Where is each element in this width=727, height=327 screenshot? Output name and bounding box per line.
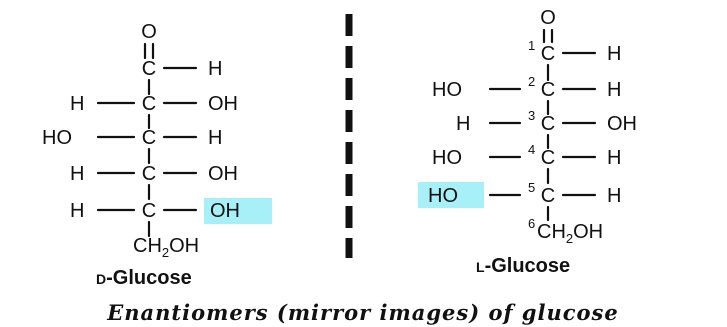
l-c6-ch2oh: CH2OH [537,221,603,246]
l-c3-carbon: C [541,113,555,135]
d-aldehyde-oxygen: O [141,21,157,43]
l-c2-hydroxyl: HO [432,79,462,101]
d-c5-hydroxyl: OH [210,200,240,222]
d-c5-left-hydrogen: H [70,200,84,222]
d-c5-carbon: C [142,200,156,222]
l-c2-hydrogen: H [607,79,621,101]
d-glucose-structure: O C H H C OH HO C H H C OH H C OH [42,21,272,289]
l-c4-hydrogen: H [607,147,621,169]
l-c4-carbon: C [541,147,555,169]
d-c3-hydrogen: H [208,127,222,149]
d-c3-hydroxyl: HO [42,127,72,149]
l-c3-hydroxyl: OH [607,113,637,135]
l-c3-number: 3 [528,108,535,123]
d-c4-left-hydrogen: H [70,163,84,185]
d-c2-left-hydrogen: H [70,93,84,115]
l-c1-number: 1 [528,38,535,53]
l-c3-left-hydrogen: H [456,113,470,135]
l-c5-carbon: C [541,185,555,207]
l-aldehyde-oxygen: O [540,7,556,29]
d-c1-carbon: C [142,58,156,80]
l-c2-number: 2 [528,74,535,89]
l-c4-hydroxyl: HO [432,147,462,169]
d-c2-carbon: C [142,93,156,115]
l-c5-hydroxyl: HO [428,185,458,207]
d-c6-ch2oh: CH2OH [133,235,199,260]
l-c5-hydrogen: H [607,185,621,207]
l-c1-hydrogen: H [607,43,621,65]
d-c4-hydroxyl: OH [208,163,238,185]
d-glucose-label: D-Glucose [96,267,192,289]
l-c4-number: 4 [528,142,535,157]
l-c2-carbon: C [541,79,555,101]
d-c3-carbon: C [142,127,156,149]
d-c1-hydrogen: H [208,58,222,80]
d-c5-oh-highlight [204,198,272,224]
l-c5-ho-highlight [418,182,484,208]
d-c2-hydroxyl: OH [208,93,238,115]
l-glucose-label: L-Glucose [476,255,570,277]
l-c1-carbon: C [541,43,555,65]
d-c4-carbon: C [142,163,156,185]
l-glucose-structure: O 1 C H HO 2 C H H 3 C OH HO 4 C H HO [418,7,637,277]
l-c6-number: 6 [528,216,535,231]
l-c5-number: 5 [528,180,535,195]
diagram-caption: Enantiomers (mirror images) of glucose [106,300,618,325]
